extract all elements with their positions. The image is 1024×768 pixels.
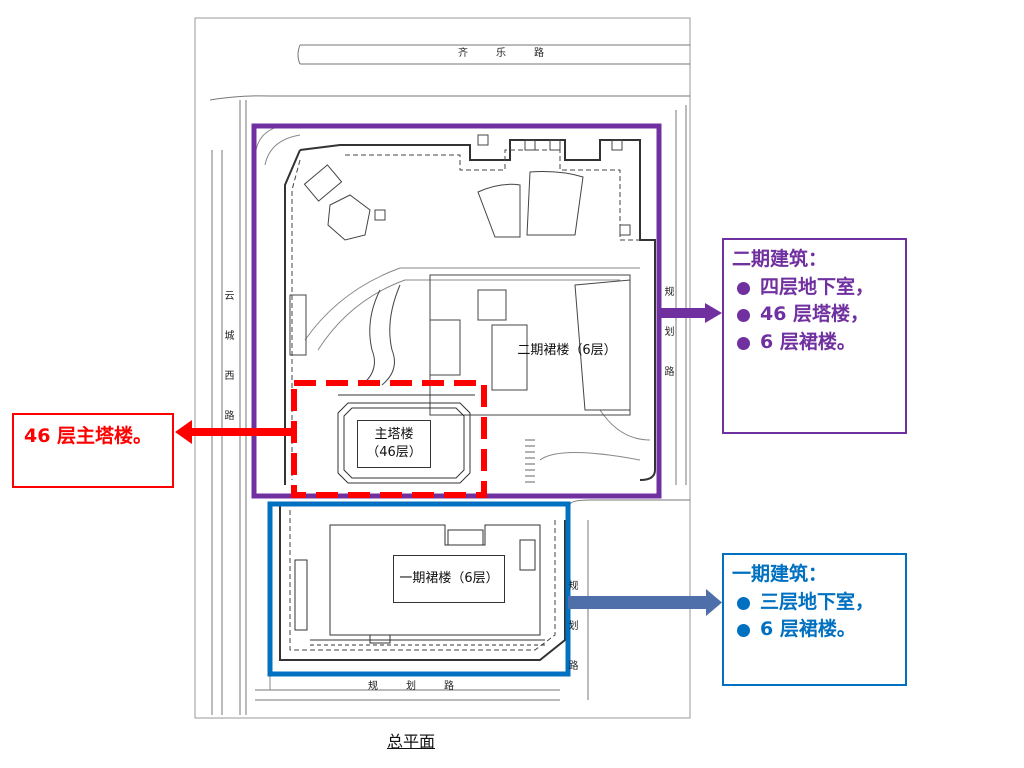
phase1-callout-title: 一期建筑： xyxy=(732,563,828,585)
stair-hatch xyxy=(525,439,535,483)
phase2-podium-label: 二期裙楼（6层） xyxy=(517,343,617,359)
road-label-north: 齐乐路 xyxy=(458,48,572,59)
phase2-arrow xyxy=(659,303,722,323)
phase1-callout-item: 三层地下室， xyxy=(732,589,897,617)
main-tower-label-line1: 主塔楼 xyxy=(374,427,414,443)
main-tower-footprint xyxy=(337,394,475,484)
main-tower-label: 主塔楼 （46层） xyxy=(357,420,431,468)
site-boundary xyxy=(279,139,656,661)
phase2-callout: 二期建筑： 四层地下室， 46 层塔楼， 6 层裙楼。 xyxy=(722,238,907,434)
tower-callout: 46 层主塔楼。 xyxy=(12,413,174,488)
main-tower-label-line2: （46层） xyxy=(366,445,422,460)
phase1-callout: 一期建筑： 三层地下室， 6 层裙楼。 xyxy=(722,553,907,686)
south-road xyxy=(255,689,560,701)
phase1-boundary xyxy=(267,501,571,677)
road-label-east-upper: 规划路 xyxy=(662,286,673,406)
phase2-callout-item: 46 层塔楼， xyxy=(732,301,897,329)
phase1-callout-list: 三层地下室， 6 层裙楼。 xyxy=(732,589,897,644)
tower-arrow xyxy=(175,420,296,444)
phase2-callout-item: 6 层裙楼。 xyxy=(732,329,897,357)
east-road xyxy=(569,105,690,700)
phase1-arrow xyxy=(568,589,722,616)
road-label-west: 云城西路 xyxy=(222,290,233,450)
north-road xyxy=(209,44,690,101)
phase2-callout-list: 四层地下室， 46 层塔楼， 6 层裙楼。 xyxy=(732,274,897,357)
phase1-podium-label: 一期裙楼（6层） xyxy=(393,555,505,603)
phase1-callout-item: 6 层裙楼。 xyxy=(732,616,897,644)
phase2-callout-item: 四层地下室， xyxy=(732,274,897,302)
phase2-features xyxy=(289,134,631,416)
road-label-south: 规划路 xyxy=(368,681,482,692)
tower-boundary xyxy=(291,380,487,498)
phase2-callout-title: 二期建筑： xyxy=(732,248,828,270)
road-label-east-lower: 规划路 xyxy=(566,580,577,700)
site-dashed-lines xyxy=(289,149,640,651)
plan-caption: 总平面 xyxy=(387,732,436,751)
phase1-footprint xyxy=(294,524,545,646)
